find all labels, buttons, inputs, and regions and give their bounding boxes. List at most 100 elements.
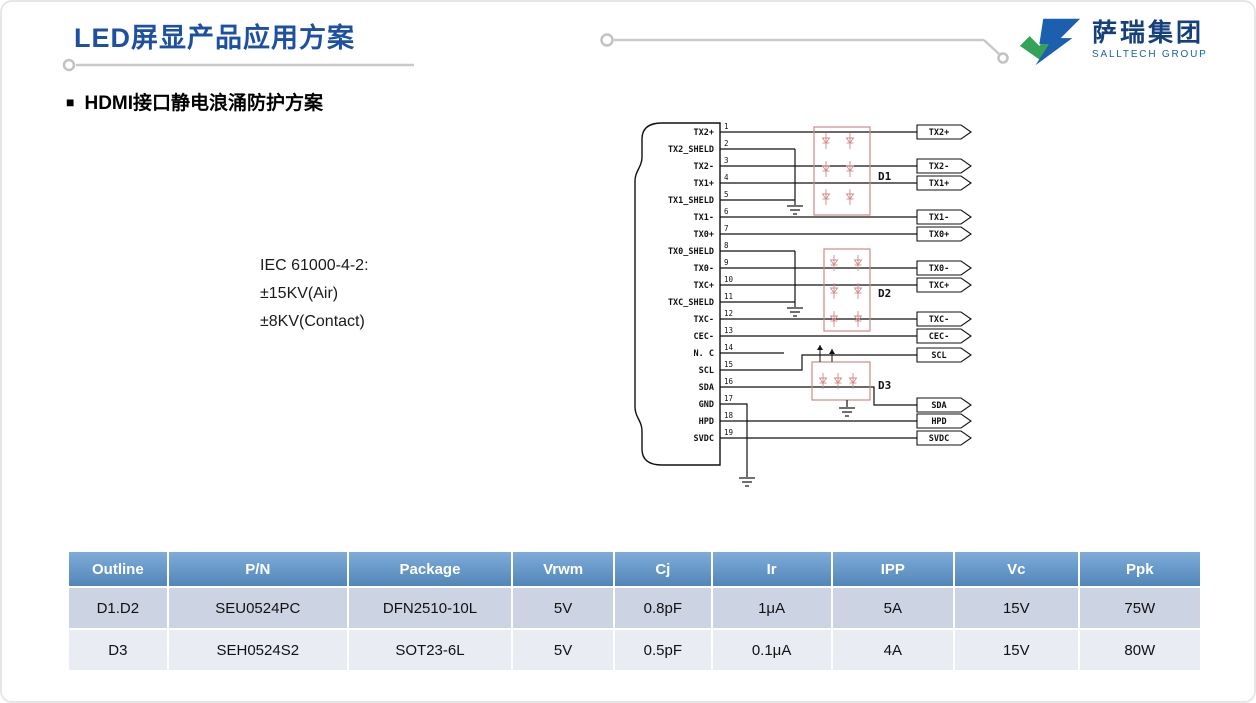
table-header-cell: Package <box>346 550 514 588</box>
deco-circle <box>997 52 1009 64</box>
output-tag <box>916 226 972 242</box>
output-tag-label: TX2- <box>929 162 949 172</box>
pin-number: 9 <box>724 258 729 267</box>
output-tag-label: SCL <box>931 351 946 361</box>
tvs-diode-icon <box>848 377 858 384</box>
table-cell: 1μA <box>710 586 833 630</box>
output-tag <box>916 158 972 174</box>
section-heading: ■ HDMI接口静电浪涌防护方案 <box>66 88 323 115</box>
pin-label: TXC- <box>694 315 714 325</box>
table-cell: DFN2510-10L <box>346 586 514 630</box>
table-header-cell: Cj <box>613 550 713 588</box>
iec-note-line: IEC 61000-4-2: <box>260 257 369 274</box>
output-tag-label: TX1+ <box>929 179 949 189</box>
pin-label: SVDC <box>694 434 714 444</box>
pin-number: 13 <box>724 326 733 335</box>
pin-label: SCL <box>699 366 714 376</box>
pin-number: 7 <box>724 224 729 233</box>
tvs-diode-icon <box>833 377 843 384</box>
output-tag <box>916 175 972 191</box>
output-tag <box>916 430 972 446</box>
table-cell: 4A <box>830 628 955 672</box>
wire <box>720 354 917 371</box>
iec-note-line: ±8KV(Contact) <box>260 313 365 330</box>
pin-number: 2 <box>724 139 729 148</box>
table-cell: 15V <box>952 628 1080 672</box>
tvs-diode-icon <box>845 165 855 172</box>
output-tag-label: TX2+ <box>929 128 949 138</box>
output-tag-label: TX0+ <box>929 230 949 240</box>
table-cell: 5A <box>830 586 955 630</box>
pin-number: 11 <box>724 292 733 301</box>
output-tag-label: TXC+ <box>929 281 949 291</box>
table-header-cell: Outline <box>67 550 169 588</box>
table-cell: 0.8pF <box>613 586 713 630</box>
tvs-diode-icon <box>821 193 831 200</box>
pin-number: 16 <box>724 377 734 386</box>
deco-circle <box>600 33 614 47</box>
table-cell: 15V <box>952 586 1080 630</box>
pin-number: 17 <box>724 394 733 403</box>
circuit-diagram: TX2+1TX2+TX2_SHELD2TX2-3TX2-TX1+4TX1+TX1… <box>634 122 972 487</box>
arrow-head-icon <box>829 349 835 354</box>
pin-label: GND <box>699 400 714 410</box>
device-box <box>813 126 871 216</box>
table-header-cell: P/N <box>166 550 349 588</box>
table-cell: SEH0524S2 <box>166 628 349 672</box>
output-tag <box>916 311 972 327</box>
pin-label: N. C <box>694 349 714 359</box>
output-tag-label: HPD <box>931 417 946 427</box>
device-label: D3 <box>878 379 891 392</box>
pin-label: SDA <box>699 383 714 393</box>
wire <box>720 403 748 477</box>
pin-label: TXC_SHELD <box>668 298 714 308</box>
tvs-diode-icon <box>845 193 855 200</box>
pin-number: 14 <box>724 343 734 352</box>
iec-note-line: ±15KV(Air) <box>260 285 339 302</box>
tvs-diode-icon <box>845 137 855 144</box>
tvs-diode-icon <box>829 315 839 322</box>
pin-label: TX1- <box>694 213 714 223</box>
pin-number: 15 <box>724 360 733 369</box>
tvs-diode-icon <box>829 287 839 294</box>
table-cell: D1.D2 <box>67 586 169 630</box>
output-tag <box>916 397 972 413</box>
output-tag <box>916 260 972 276</box>
logo-name-en: SALLTECH GROUP <box>1092 49 1208 60</box>
pin-number: 19 <box>724 428 733 437</box>
tvs-diode-icon <box>821 137 831 144</box>
pin-number: 18 <box>724 411 734 420</box>
pin-number: 5 <box>724 190 729 199</box>
table-cell: 0.1μA <box>710 628 833 672</box>
pin-label: HPD <box>699 417 714 427</box>
logo: 萨瑞集团 SALLTECH GROUP <box>1018 14 1208 70</box>
pin-label: TX1+ <box>694 179 714 189</box>
pin-number: 12 <box>724 309 733 318</box>
pin-label: TX2- <box>694 162 714 172</box>
output-tag <box>916 277 972 293</box>
page-title: LED屏显产品应用方案 <box>74 23 355 53</box>
logo-name-cn: 萨瑞集团 <box>1092 19 1205 47</box>
output-tag-label: CEC- <box>929 332 949 342</box>
logo-text: 萨瑞集团 SALLTECH GROUP <box>1092 18 1208 60</box>
output-tag-label: TX1- <box>929 213 949 223</box>
table-header-cell: Ppk <box>1077 550 1203 588</box>
tvs-diode-icon <box>853 287 863 294</box>
pin-label: TX1_SHELD <box>668 196 714 206</box>
output-tag-label: TX0- <box>929 264 949 274</box>
output-tag <box>916 413 972 429</box>
table-cell: SEU0524PC <box>166 586 349 630</box>
pin-label: TX2+ <box>694 128 714 138</box>
wire <box>720 386 917 406</box>
table-cell: 0.5pF <box>613 628 713 672</box>
arrow-head-icon <box>817 345 823 350</box>
pin-label: TX0_SHELD <box>668 247 714 257</box>
device-label: D1 <box>878 170 892 183</box>
tvs-diode-icon <box>853 259 863 266</box>
table-cell: D3 <box>67 628 169 672</box>
output-tag <box>916 209 972 225</box>
pin-number: 6 <box>724 207 729 216</box>
